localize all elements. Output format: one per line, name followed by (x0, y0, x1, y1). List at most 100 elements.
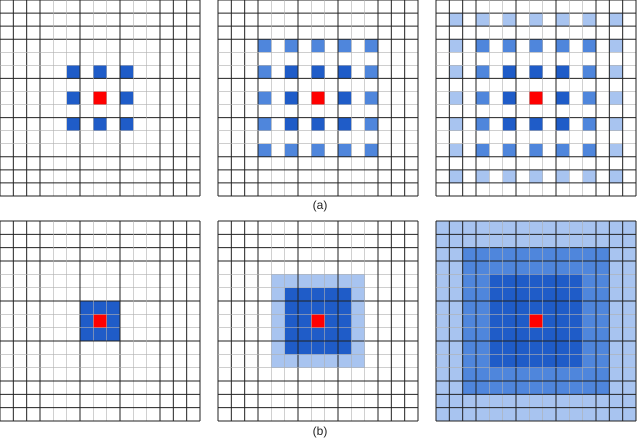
dark-region-cell (502, 341, 517, 355)
dark-region-cell (324, 287, 339, 302)
light-region-cell (449, 274, 463, 288)
sample-cell (529, 169, 543, 184)
dark-region-cell (338, 301, 352, 315)
dark-region-cell (324, 341, 339, 355)
dark-region-cell (556, 301, 570, 315)
dark-region-cell (324, 301, 339, 315)
panel-dilated-conv-rate2 (0, 0, 201, 197)
sample-cell (529, 13, 543, 27)
light-region-cell (569, 221, 583, 235)
light-region-cell (436, 247, 450, 262)
medium-region-cell (582, 301, 597, 315)
dark-region-cell (489, 274, 503, 288)
light-region-cell (542, 394, 557, 408)
medium-region-cell (516, 381, 530, 395)
sample-cell (93, 117, 107, 131)
center-cell (529, 314, 543, 328)
sample-cell (609, 39, 623, 53)
light-region-cell (529, 394, 543, 408)
dark-region-cell (311, 301, 325, 315)
sample-cell (258, 143, 272, 158)
light-region-cell (449, 234, 463, 248)
light-region-cell (436, 354, 450, 368)
dark-region-cell (80, 314, 94, 328)
light-region-cell (351, 341, 365, 355)
medium-region-cell (556, 247, 570, 262)
medium-region-cell (582, 287, 597, 302)
light-region-cell (324, 354, 339, 368)
dark-region-cell (556, 341, 570, 355)
light-region-cell (622, 287, 637, 302)
light-region-cell (436, 221, 450, 235)
dark-region-cell (298, 314, 312, 328)
light-region-cell (502, 407, 517, 422)
medium-region-cell (596, 354, 610, 368)
sample-cell (120, 65, 134, 79)
light-region-cell (489, 221, 503, 235)
medium-region-cell (489, 261, 503, 275)
medium-region-cell (529, 381, 543, 395)
light-region-cell (449, 247, 463, 262)
medium-region-cell (542, 261, 557, 275)
sample-cell (609, 65, 623, 79)
medium-region-cell (582, 314, 597, 328)
sample-cell (582, 169, 597, 184)
center-cell (311, 91, 325, 105)
dark-region-cell (516, 354, 530, 368)
light-region-cell (516, 221, 530, 235)
light-region-cell (449, 301, 463, 315)
dark-region-cell (529, 354, 543, 368)
sample-cell (284, 143, 299, 158)
medium-region-cell (529, 247, 543, 262)
medium-region-cell (569, 261, 583, 275)
light-region-cell (609, 327, 623, 342)
sample-cell (338, 39, 352, 53)
dark-region-cell (569, 301, 583, 315)
light-region-cell (596, 221, 610, 235)
sample-cell (502, 117, 517, 131)
light-region-cell (596, 407, 610, 422)
light-region-cell (436, 327, 450, 342)
medium-region-cell (489, 381, 503, 395)
medium-region-cell (476, 261, 490, 275)
sample-cell (311, 117, 325, 131)
medium-region-cell (476, 247, 490, 262)
sample-cell (502, 39, 517, 53)
medium-region-cell (569, 381, 583, 395)
light-region-cell (582, 407, 597, 422)
sample-cell (556, 143, 570, 158)
dark-region-cell (311, 327, 325, 342)
light-region-cell (609, 407, 623, 422)
dark-region-cell (311, 287, 325, 302)
dark-region-cell (556, 274, 570, 288)
light-region-cell (556, 234, 570, 248)
light-region-cell (436, 274, 450, 288)
medium-region-cell (462, 247, 477, 262)
medium-region-cell (489, 247, 503, 262)
light-region-cell (476, 407, 490, 422)
dark-region-cell (569, 354, 583, 368)
dark-region-cell (516, 314, 530, 328)
light-region-cell (502, 394, 517, 408)
dark-region-cell (80, 327, 94, 342)
medium-region-cell (462, 381, 477, 395)
light-region-cell (516, 394, 530, 408)
sample-cell (338, 91, 352, 105)
panel-dilated-conv-stacked-2 (217, 0, 419, 197)
panel-dense-conv-2 (217, 220, 419, 422)
sample-cell (364, 39, 379, 53)
medium-region-cell (476, 274, 490, 288)
dark-region-cell (106, 314, 121, 328)
sample-cell (529, 117, 543, 131)
sample-cell (449, 143, 463, 158)
sample-cell (120, 117, 134, 131)
sample-cell (476, 143, 490, 158)
medium-region-cell (569, 247, 583, 262)
light-region-cell (556, 407, 570, 422)
center-cell (529, 91, 543, 105)
medium-region-cell (462, 301, 477, 315)
sample-cell (258, 65, 272, 79)
dark-region-cell (284, 341, 299, 355)
light-region-cell (622, 234, 637, 248)
dark-region-cell (338, 287, 352, 302)
